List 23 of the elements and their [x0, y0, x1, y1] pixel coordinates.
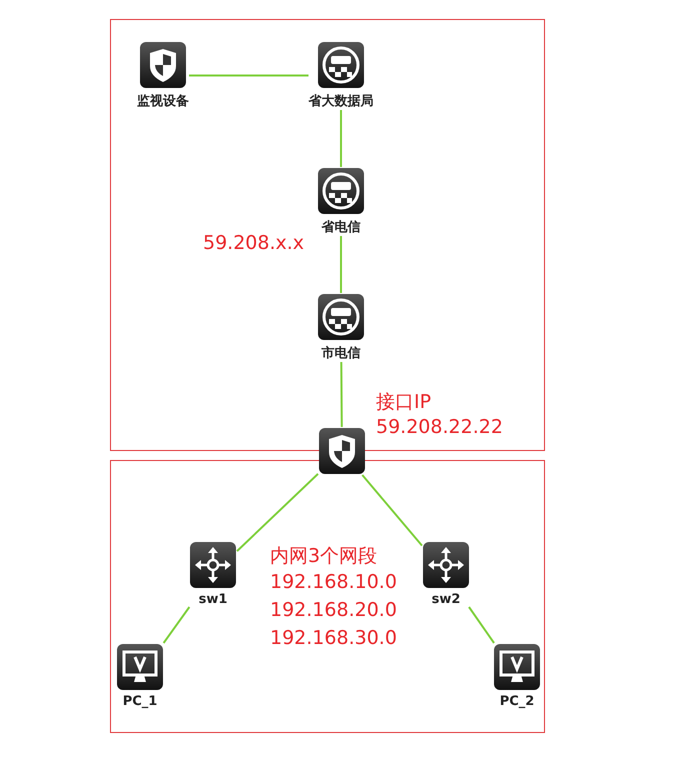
annotation-text: 59.208.22.22 — [376, 416, 503, 438]
device-label: 监视设备 — [137, 92, 189, 110]
connection-line — [162, 606, 190, 644]
connection-line — [362, 474, 423, 546]
connection-line — [340, 362, 343, 427]
annotation-text: 192.168.30.0 — [270, 627, 397, 649]
group-frame — [110, 460, 545, 733]
connection-line — [236, 473, 319, 552]
annotation-text: 59.208.x.x — [203, 232, 304, 254]
device-label: 省电信 — [322, 218, 360, 236]
device-label: PC_1 — [122, 694, 158, 709]
device-label: PC_2 — [500, 694, 534, 709]
annotation-text: 接口IP — [376, 390, 432, 415]
annotation-text: 192.168.20.0 — [270, 599, 397, 621]
connection-line — [340, 110, 342, 167]
connection-line — [340, 236, 342, 293]
connection-line — [189, 74, 308, 76]
device-label: 市电信 — [322, 344, 360, 362]
connection-line — [468, 606, 495, 644]
annotation-text: 192.168.10.0 — [270, 571, 397, 593]
annotation-text: 内网3个网段 — [270, 544, 378, 569]
device-label: 省大数据局 — [308, 92, 374, 110]
group-frame — [110, 19, 545, 451]
